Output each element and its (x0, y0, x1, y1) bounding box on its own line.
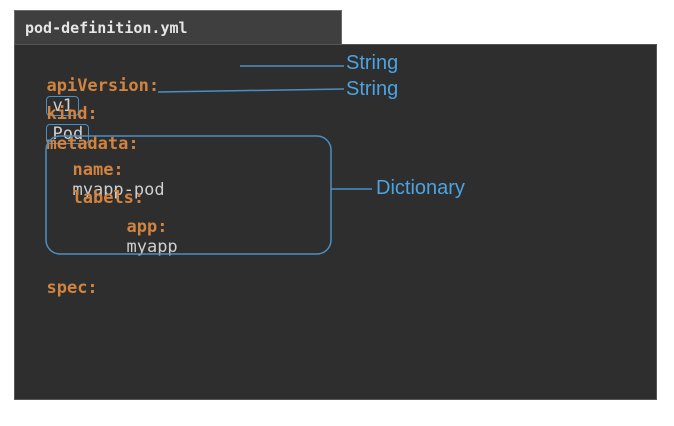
spec-key: spec: (46, 278, 98, 298)
yaml-line-api-version: apiVersion: v1 (26, 56, 159, 116)
kind-key: kind: (46, 104, 98, 124)
annotation-metadata-type: Dictionary (376, 177, 465, 199)
app-value: myapp (126, 237, 178, 257)
annotation-kind-type: String (346, 78, 399, 100)
annotation-api-version-type: String (346, 52, 399, 74)
yaml-line-app: app: myapp (106, 197, 178, 257)
api-version-value: v1 (46, 96, 79, 116)
file-tab-title: pod-definition.yml (25, 19, 188, 37)
file-tab[interactable]: pod-definition.yml (14, 10, 342, 46)
yaml-line-spec: spec: (26, 258, 98, 298)
api-version-key: apiVersion: (46, 76, 160, 96)
app-key: app: (126, 217, 168, 237)
